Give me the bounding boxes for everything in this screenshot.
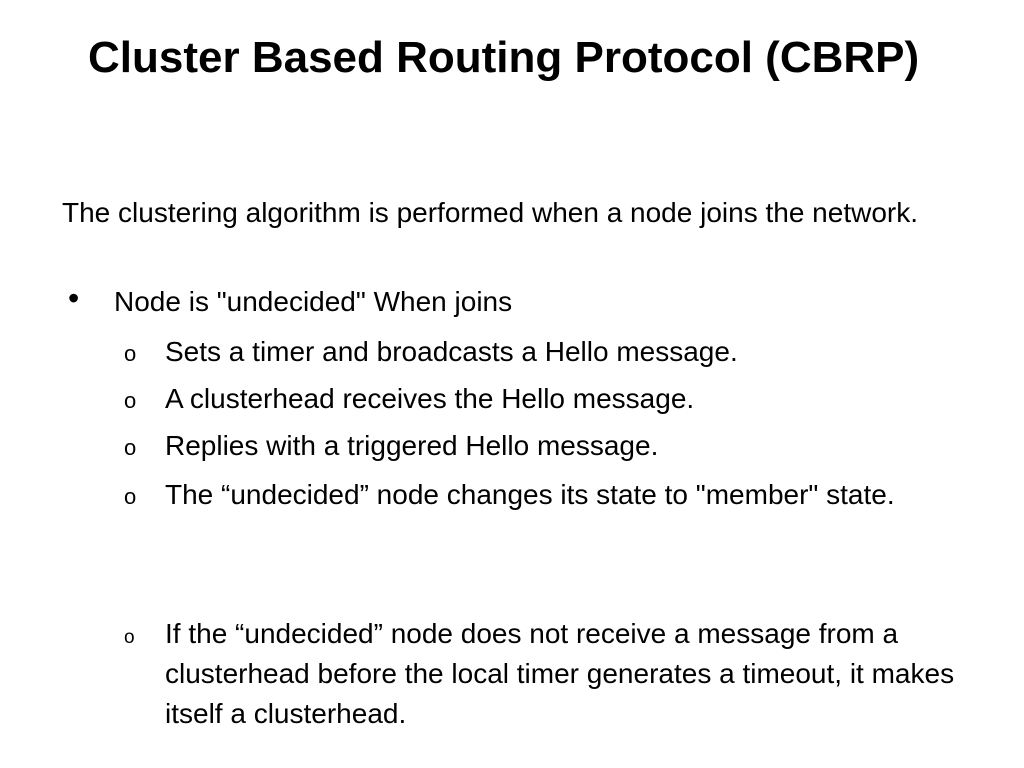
sub-item-text: Sets a timer and broadcasts a Hello mess…: [165, 336, 738, 367]
sub-item-marker: o: [124, 341, 137, 366]
sub-item-marker: o: [124, 484, 137, 509]
sub-item-text: Replies with a triggered Hello message.: [165, 430, 659, 461]
slide-title: Cluster Based Routing Protocol (CBRP): [62, 32, 962, 84]
sub-item-marker: o: [124, 435, 137, 460]
sub-item-text: A clusterhead receives the Hello message…: [165, 383, 695, 414]
bullet-text: Node is "undecided" When joins: [114, 286, 513, 317]
sub-item-text: The “undecided” node changes its state t…: [165, 479, 895, 510]
sub-item-marker: o: [124, 627, 135, 648]
intro-paragraph: The clustering algorithm is performed wh…: [62, 197, 918, 228]
bullet-marker: •: [68, 280, 80, 316]
sub-item-text: If the “undecided” node does not receive…: [165, 618, 955, 729]
slide-title-text: Cluster Based Routing Protocol (CBRP): [88, 33, 920, 82]
sub-item-marker: o: [124, 388, 137, 413]
